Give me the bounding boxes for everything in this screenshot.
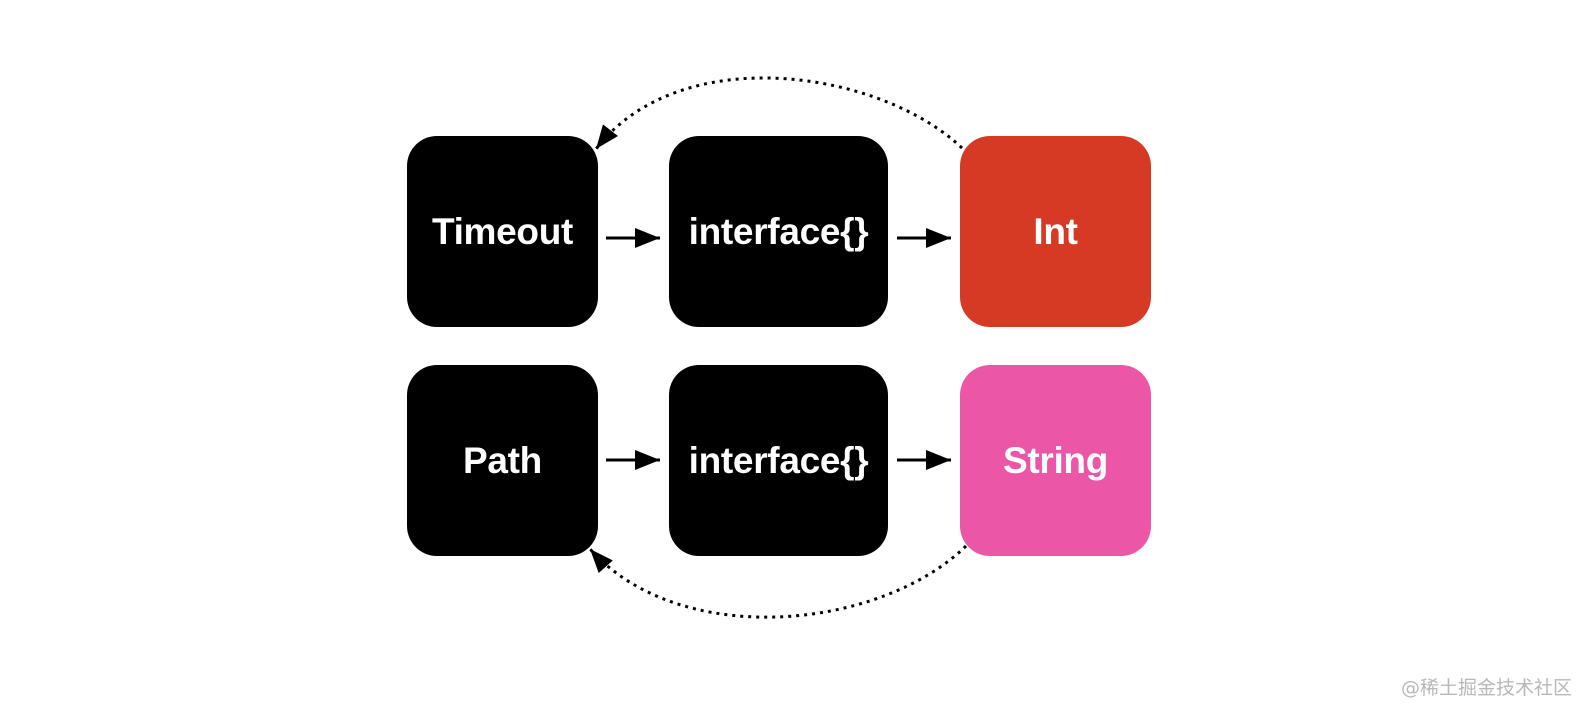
dotted-arrow-string-to-path — [588, 544, 968, 619]
node-label: interface{} — [688, 210, 869, 252]
dotted-arrow-int-to-timeout — [594, 76, 964, 150]
node-interface-row1: interface{} — [669, 136, 888, 327]
node-interface-row2: interface{} — [669, 365, 888, 556]
node-int: Int — [960, 136, 1151, 327]
watermark-text: @稀土掘金技术社区 — [1400, 677, 1572, 699]
node-label: Path — [463, 439, 542, 481]
node-string: String — [960, 365, 1151, 556]
node-label: String — [1002, 439, 1109, 481]
node-label: Timeout — [431, 210, 574, 252]
node-path: Path — [407, 365, 598, 556]
node-timeout: Timeout — [407, 136, 598, 327]
node-label: interface{} — [688, 439, 869, 481]
node-label: Int — [1033, 210, 1078, 252]
